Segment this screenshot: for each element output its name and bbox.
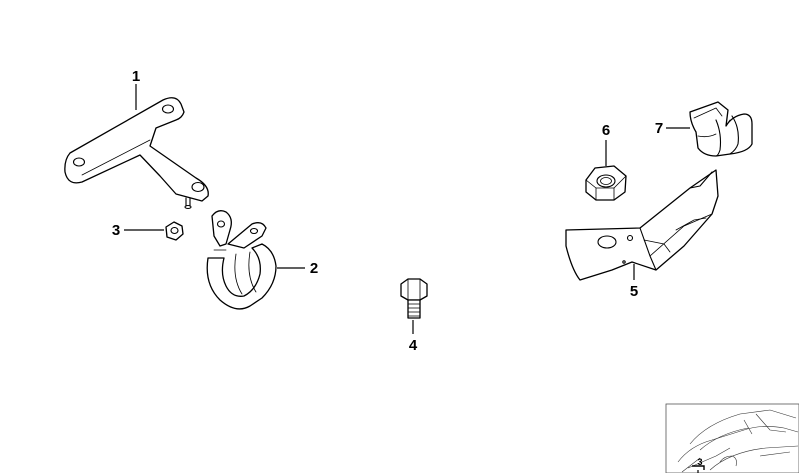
callout-4: 4 <box>409 337 418 354</box>
callout-3: 3 <box>112 222 120 239</box>
callout-7: 7 <box>655 120 663 137</box>
part-2-clamp[interactable] <box>206 210 277 310</box>
car-outline <box>677 409 799 473</box>
part-4-bolt[interactable] <box>400 278 428 319</box>
part-3-nut[interactable] <box>165 221 184 241</box>
part-1-bracket[interactable] <box>64 97 209 210</box>
part-6-nut[interactable] <box>585 165 627 201</box>
callout-2: 2 <box>310 260 318 277</box>
part-7-clip[interactable] <box>689 101 753 157</box>
thumbnail-callout: 3 <box>697 457 702 467</box>
vehicle-thumbnail[interactable]: 3 <box>665 403 799 473</box>
part-5-bracket[interactable] <box>565 169 719 281</box>
callout-1: 1 <box>132 68 140 85</box>
location-marker <box>692 465 705 470</box>
callout-5: 5 <box>630 283 638 300</box>
callout-6: 6 <box>602 122 610 139</box>
